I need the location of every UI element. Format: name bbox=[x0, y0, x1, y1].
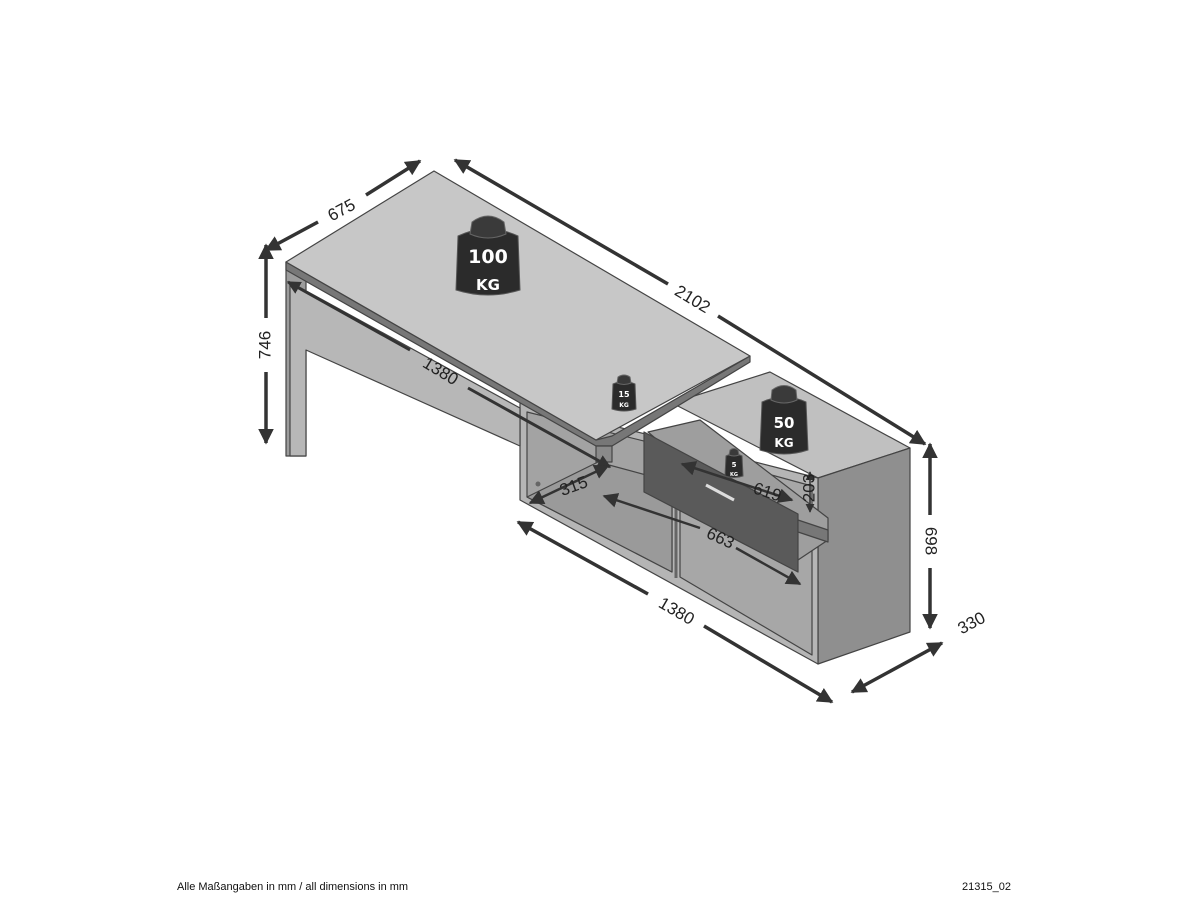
drawing-code: 21315_02 bbox=[962, 881, 1011, 893]
weight-15kg-value: 15 bbox=[618, 390, 630, 399]
label-desk-height: 746 bbox=[255, 331, 274, 359]
label-cabinet-depth: 330 bbox=[955, 608, 989, 638]
arrow-desk-inner-b bbox=[467, 386, 612, 469]
cabinet-screw bbox=[535, 481, 541, 487]
desk-left-leg-side bbox=[289, 281, 521, 457]
weight-5kg-unit: KG bbox=[730, 472, 738, 478]
drawer-runner bbox=[797, 519, 829, 543]
weight-15kg-unit: KG bbox=[619, 402, 629, 409]
cabinet-side-panel bbox=[817, 447, 911, 665]
arrow-cabinet-length-a bbox=[516, 520, 649, 596]
arrow-desk-depth bbox=[264, 220, 319, 252]
desk-top-surface bbox=[285, 170, 751, 441]
arrow-total-length-b bbox=[717, 314, 927, 446]
weight-50kg-unit: KG bbox=[774, 436, 793, 450]
arrow-compartment-width-a bbox=[602, 493, 701, 530]
label-total-length: 2102 bbox=[671, 281, 713, 317]
arrow-desk-depth-b bbox=[365, 159, 422, 197]
arrow-shelf-depth bbox=[528, 464, 610, 505]
weight-50kg-icon: 50 KG bbox=[759, 385, 809, 455]
weight-5kg-value: 5 bbox=[732, 461, 737, 469]
weight-100kg-icon: 100 KG bbox=[455, 215, 521, 296]
desk-top-edge bbox=[285, 261, 751, 447]
arrow-compartment-width-b bbox=[735, 546, 802, 586]
arrow-total-length-a bbox=[453, 158, 669, 286]
arrow-desk-inner-a bbox=[286, 280, 411, 352]
label-cabinet-height: 698 bbox=[922, 527, 941, 555]
units-note: Alle Maßangaben in mm / all dimensions i… bbox=[177, 881, 409, 893]
label-cabinet-length: 1380 bbox=[655, 593, 697, 628]
label-drawer-height: 203 bbox=[799, 474, 818, 502]
weight-15kg-icon: 15 KG bbox=[611, 374, 637, 412]
arrow-cabinet-depth bbox=[850, 641, 944, 694]
weight-100kg-unit: KG bbox=[476, 276, 500, 294]
weight-50kg-value: 50 bbox=[774, 414, 795, 432]
arrow-cabinet-length-b bbox=[703, 624, 834, 704]
arrow-drawer-depth bbox=[680, 461, 794, 503]
dimension-arrows bbox=[258, 158, 944, 704]
weight-100kg-value: 100 bbox=[468, 246, 508, 268]
